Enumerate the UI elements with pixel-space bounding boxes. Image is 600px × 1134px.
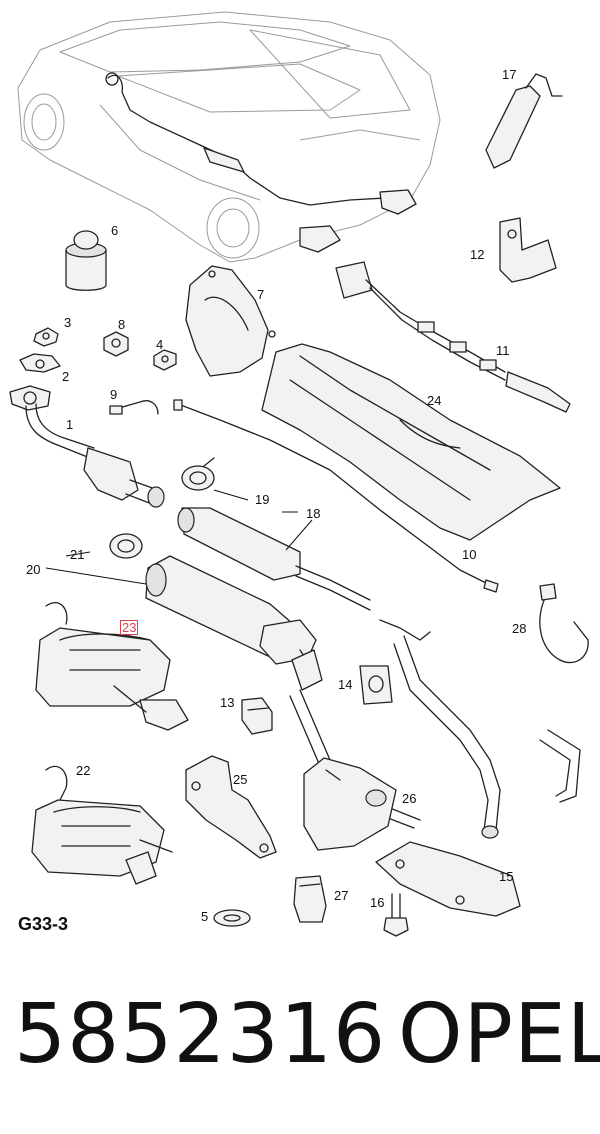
part-28-cable-tie	[539, 583, 589, 664]
callout-11: 11	[496, 343, 510, 358]
callout-16: 16	[370, 895, 385, 910]
part-9-sensor	[109, 400, 159, 415]
car-outline	[17, 11, 441, 263]
part-13-clip	[241, 697, 273, 735]
part-27-clip	[293, 875, 327, 923]
callout-14: 14	[338, 677, 353, 692]
callout-28: 28	[512, 621, 527, 636]
callout-20: 20	[26, 562, 41, 577]
brand-name: OPEL	[398, 987, 600, 1082]
part-12-bracket	[499, 217, 557, 283]
part-10-cable	[173, 399, 499, 593]
callout-1: 1	[66, 417, 74, 432]
callout-3: 3	[64, 315, 72, 330]
callout-9: 9	[110, 387, 118, 402]
part-11-connectors	[335, 261, 571, 413]
callout-25: 25	[233, 772, 248, 787]
part-26-heat-shield	[303, 757, 397, 851]
leader-lines	[45, 489, 313, 585]
callout-19: 19	[255, 492, 270, 507]
installed-exhaust	[105, 72, 417, 253]
part-8-nut	[103, 331, 129, 357]
part-22-rear-muffler	[31, 765, 173, 885]
callout-21: 21	[70, 547, 85, 562]
part-1-front-pipe	[9, 385, 165, 508]
part-5-washer	[213, 909, 251, 927]
diagram-drawing	[9, 11, 589, 937]
part-18-middle-pipe	[177, 507, 371, 611]
part-23-rear-muffler	[35, 601, 189, 731]
callout-10: 10	[462, 547, 477, 562]
part-19-clamp	[181, 457, 215, 491]
callout-7: 7	[257, 287, 265, 302]
part-25-bracket	[185, 755, 277, 859]
callout-26: 26	[402, 791, 417, 806]
callout-13: 13	[220, 695, 235, 710]
callout-23-highlighted: 23	[120, 620, 139, 635]
callout-2: 2	[62, 369, 70, 384]
callout-5: 5	[201, 909, 209, 924]
callout-24: 24	[427, 393, 442, 408]
part-4-nut	[153, 349, 177, 371]
part-6-cap	[65, 230, 107, 291]
part-17-clamp	[485, 73, 563, 169]
callout-8: 8	[118, 317, 126, 332]
diagram-code: G33-3	[18, 914, 69, 934]
callout-18: 18	[306, 506, 321, 521]
callout-15: 15	[499, 869, 514, 884]
part-21-clamp	[109, 533, 143, 559]
callout-27: 27	[334, 888, 349, 903]
part-16-bolt	[383, 893, 409, 937]
part-2-gasket	[19, 353, 61, 373]
part-3-nut	[33, 327, 59, 347]
part-number: 5852316	[14, 987, 387, 1082]
callout-17: 17	[502, 67, 517, 82]
exhaust-parts-diagram: 1 2 3 4 5 6 7 8 9 10 11 12 13 14 15 16 1…	[9, 11, 589, 937]
callout-4: 4	[156, 337, 164, 352]
part-14-hanger	[359, 665, 393, 705]
part-7-heat-shield	[185, 265, 276, 377]
callout-12: 12	[470, 247, 485, 262]
part-15-plate	[375, 841, 521, 917]
part-24-heat-shield	[261, 343, 561, 541]
callout-6: 6	[111, 223, 119, 238]
callout-22: 22	[76, 763, 91, 778]
